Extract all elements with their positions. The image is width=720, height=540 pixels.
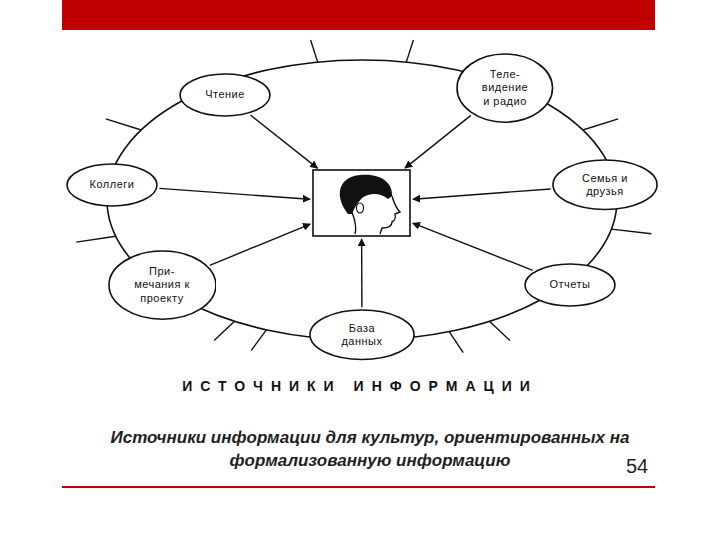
- source-label: Чтение: [205, 88, 245, 101]
- node-text: База данных: [331, 322, 393, 348]
- source-label: Отчеты: [549, 278, 590, 291]
- bottom-rule: [62, 486, 655, 488]
- source-label: База данных: [331, 322, 393, 348]
- source-label: Семья и друзья: [574, 172, 636, 198]
- source-ellipse: Теле- видение и радио: [456, 53, 554, 123]
- page-number: 54: [626, 455, 648, 478]
- source-label: Коллеги: [90, 178, 135, 191]
- source-ellipse: Чтение: [179, 73, 271, 117]
- node-text: Теле- видение и радио: [477, 68, 533, 108]
- source-ellipse: Семья и друзья: [552, 159, 658, 210]
- face-picture: [313, 170, 410, 236]
- node-text: Чтение: [205, 88, 245, 101]
- slide-caption: Источники информации для культур, ориент…: [70, 427, 670, 473]
- node-text: Коллеги: [90, 178, 135, 191]
- node-text: Отчеты: [549, 278, 590, 291]
- top-bar: [62, 0, 655, 30]
- info-arrow: [159, 188, 310, 199]
- info-arrow: [413, 189, 551, 199]
- info-arrow: [250, 115, 317, 168]
- diagram-heading: ИСТОЧНИКИ ИНФОРМАЦИИ: [0, 378, 720, 394]
- source-ellipse: Отчеты: [524, 263, 616, 307]
- source-ellipse: База данных: [309, 309, 415, 360]
- source-label: При- мечания к проекту: [130, 265, 194, 305]
- node-text: При- мечания к проекту: [130, 265, 194, 305]
- info-arrow: [361, 239, 363, 307]
- info-arrow: [405, 115, 471, 168]
- source-ellipse: При- мечания к проекту: [108, 250, 217, 320]
- info-arrow: [210, 224, 310, 265]
- source-ellipse: Коллеги: [66, 163, 158, 207]
- source-label: Теле- видение и радио: [477, 68, 533, 108]
- node-text: Семья и друзья: [574, 172, 636, 198]
- info-arrow: [413, 223, 533, 270]
